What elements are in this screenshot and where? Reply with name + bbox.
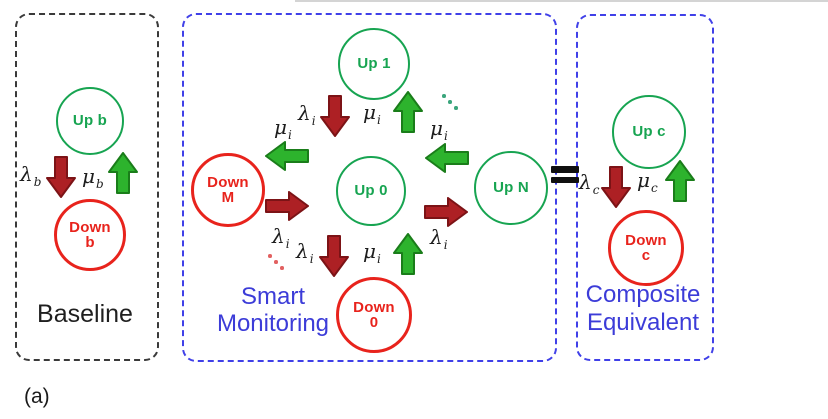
rate-mu-i-downm: μi <box>274 115 292 142</box>
rate-mu-i-up1: μi <box>363 100 381 127</box>
state-down-m-line2: M <box>221 189 235 206</box>
ellipsis-red-icon <box>267 253 285 271</box>
rate-mu-i-down0: μi <box>363 239 381 266</box>
state-up-c-label: Up c <box>632 123 666 141</box>
rate-mu-c: μc <box>637 168 658 195</box>
state-down-b-line1: Down <box>69 218 111 236</box>
state-down-m: Down M <box>191 153 265 227</box>
repair-arrow-baseline-icon <box>108 152 138 194</box>
rate-mu-i-upn: μi <box>430 116 448 143</box>
state-down-m-line1: Down <box>207 173 249 191</box>
baseline-panel <box>15 13 159 361</box>
state-up-n: Up N <box>474 151 548 225</box>
repair-arrow-composite-icon <box>665 160 695 202</box>
repair-arrow-down0-up0-icon <box>393 233 423 275</box>
state-up-0: Up 0 <box>336 156 406 226</box>
smart-monitoring-title: Smart Monitoring <box>216 283 330 337</box>
state-down-b-line2: b <box>85 234 95 251</box>
equals-icon <box>551 166 579 183</box>
rate-lambda-i-b: λi <box>296 239 314 266</box>
failure-arrow-baseline-icon <box>46 156 76 198</box>
state-up-n-label: Up N <box>493 179 529 197</box>
top-border-line <box>295 0 828 2</box>
failure-arrow-up0-upn-icon <box>424 197 468 227</box>
rate-lambda-c: λc <box>579 170 600 197</box>
state-up-b: Up b <box>56 87 124 155</box>
state-up-c: Up c <box>612 95 686 169</box>
failure-arrow-up1-up0-icon <box>320 95 350 137</box>
state-down-0: Down 0 <box>336 277 412 353</box>
rate-lambda-i-a: λi <box>272 224 290 251</box>
composite-equivalent-panel <box>576 14 714 361</box>
arrow-to-down-m-icon <box>265 141 309 171</box>
state-down-0-line1: Down <box>353 298 395 316</box>
state-down-c-line1: Down <box>625 231 667 249</box>
baseline-title: Baseline <box>37 300 133 328</box>
state-up-b-label: Up b <box>72 112 108 130</box>
figure-label: (a) <box>24 385 50 408</box>
state-up-1: Up 1 <box>338 28 410 100</box>
state-up-0-label: Up 0 <box>354 182 388 200</box>
failure-arrow-composite-icon <box>601 166 631 208</box>
arrow-down-m-to-up0-icon <box>265 191 309 221</box>
repair-arrow-upn-up0-icon <box>425 143 469 173</box>
state-down-c-line2: c <box>641 247 651 264</box>
state-up-1-label: Up 1 <box>357 55 391 73</box>
smart-monitoring-panel <box>182 13 557 362</box>
repair-arrow-up0-up1-icon <box>393 91 423 133</box>
composite-equivalent-title: Composite Equivalent <box>585 281 701 336</box>
state-down-c: Down c <box>608 210 684 286</box>
failure-arrow-up0-down0-icon <box>319 235 349 277</box>
rate-mu-b: μb <box>82 164 104 191</box>
ellipsis-green-icon <box>441 93 459 111</box>
rate-lambda-i-upn: λi <box>430 225 448 252</box>
rate-lambda-i-up1: λi <box>298 101 316 128</box>
rate-lambda-b: λb <box>20 162 42 189</box>
state-down-0-line2: 0 <box>369 314 379 331</box>
state-down-b: Down b <box>54 199 126 271</box>
